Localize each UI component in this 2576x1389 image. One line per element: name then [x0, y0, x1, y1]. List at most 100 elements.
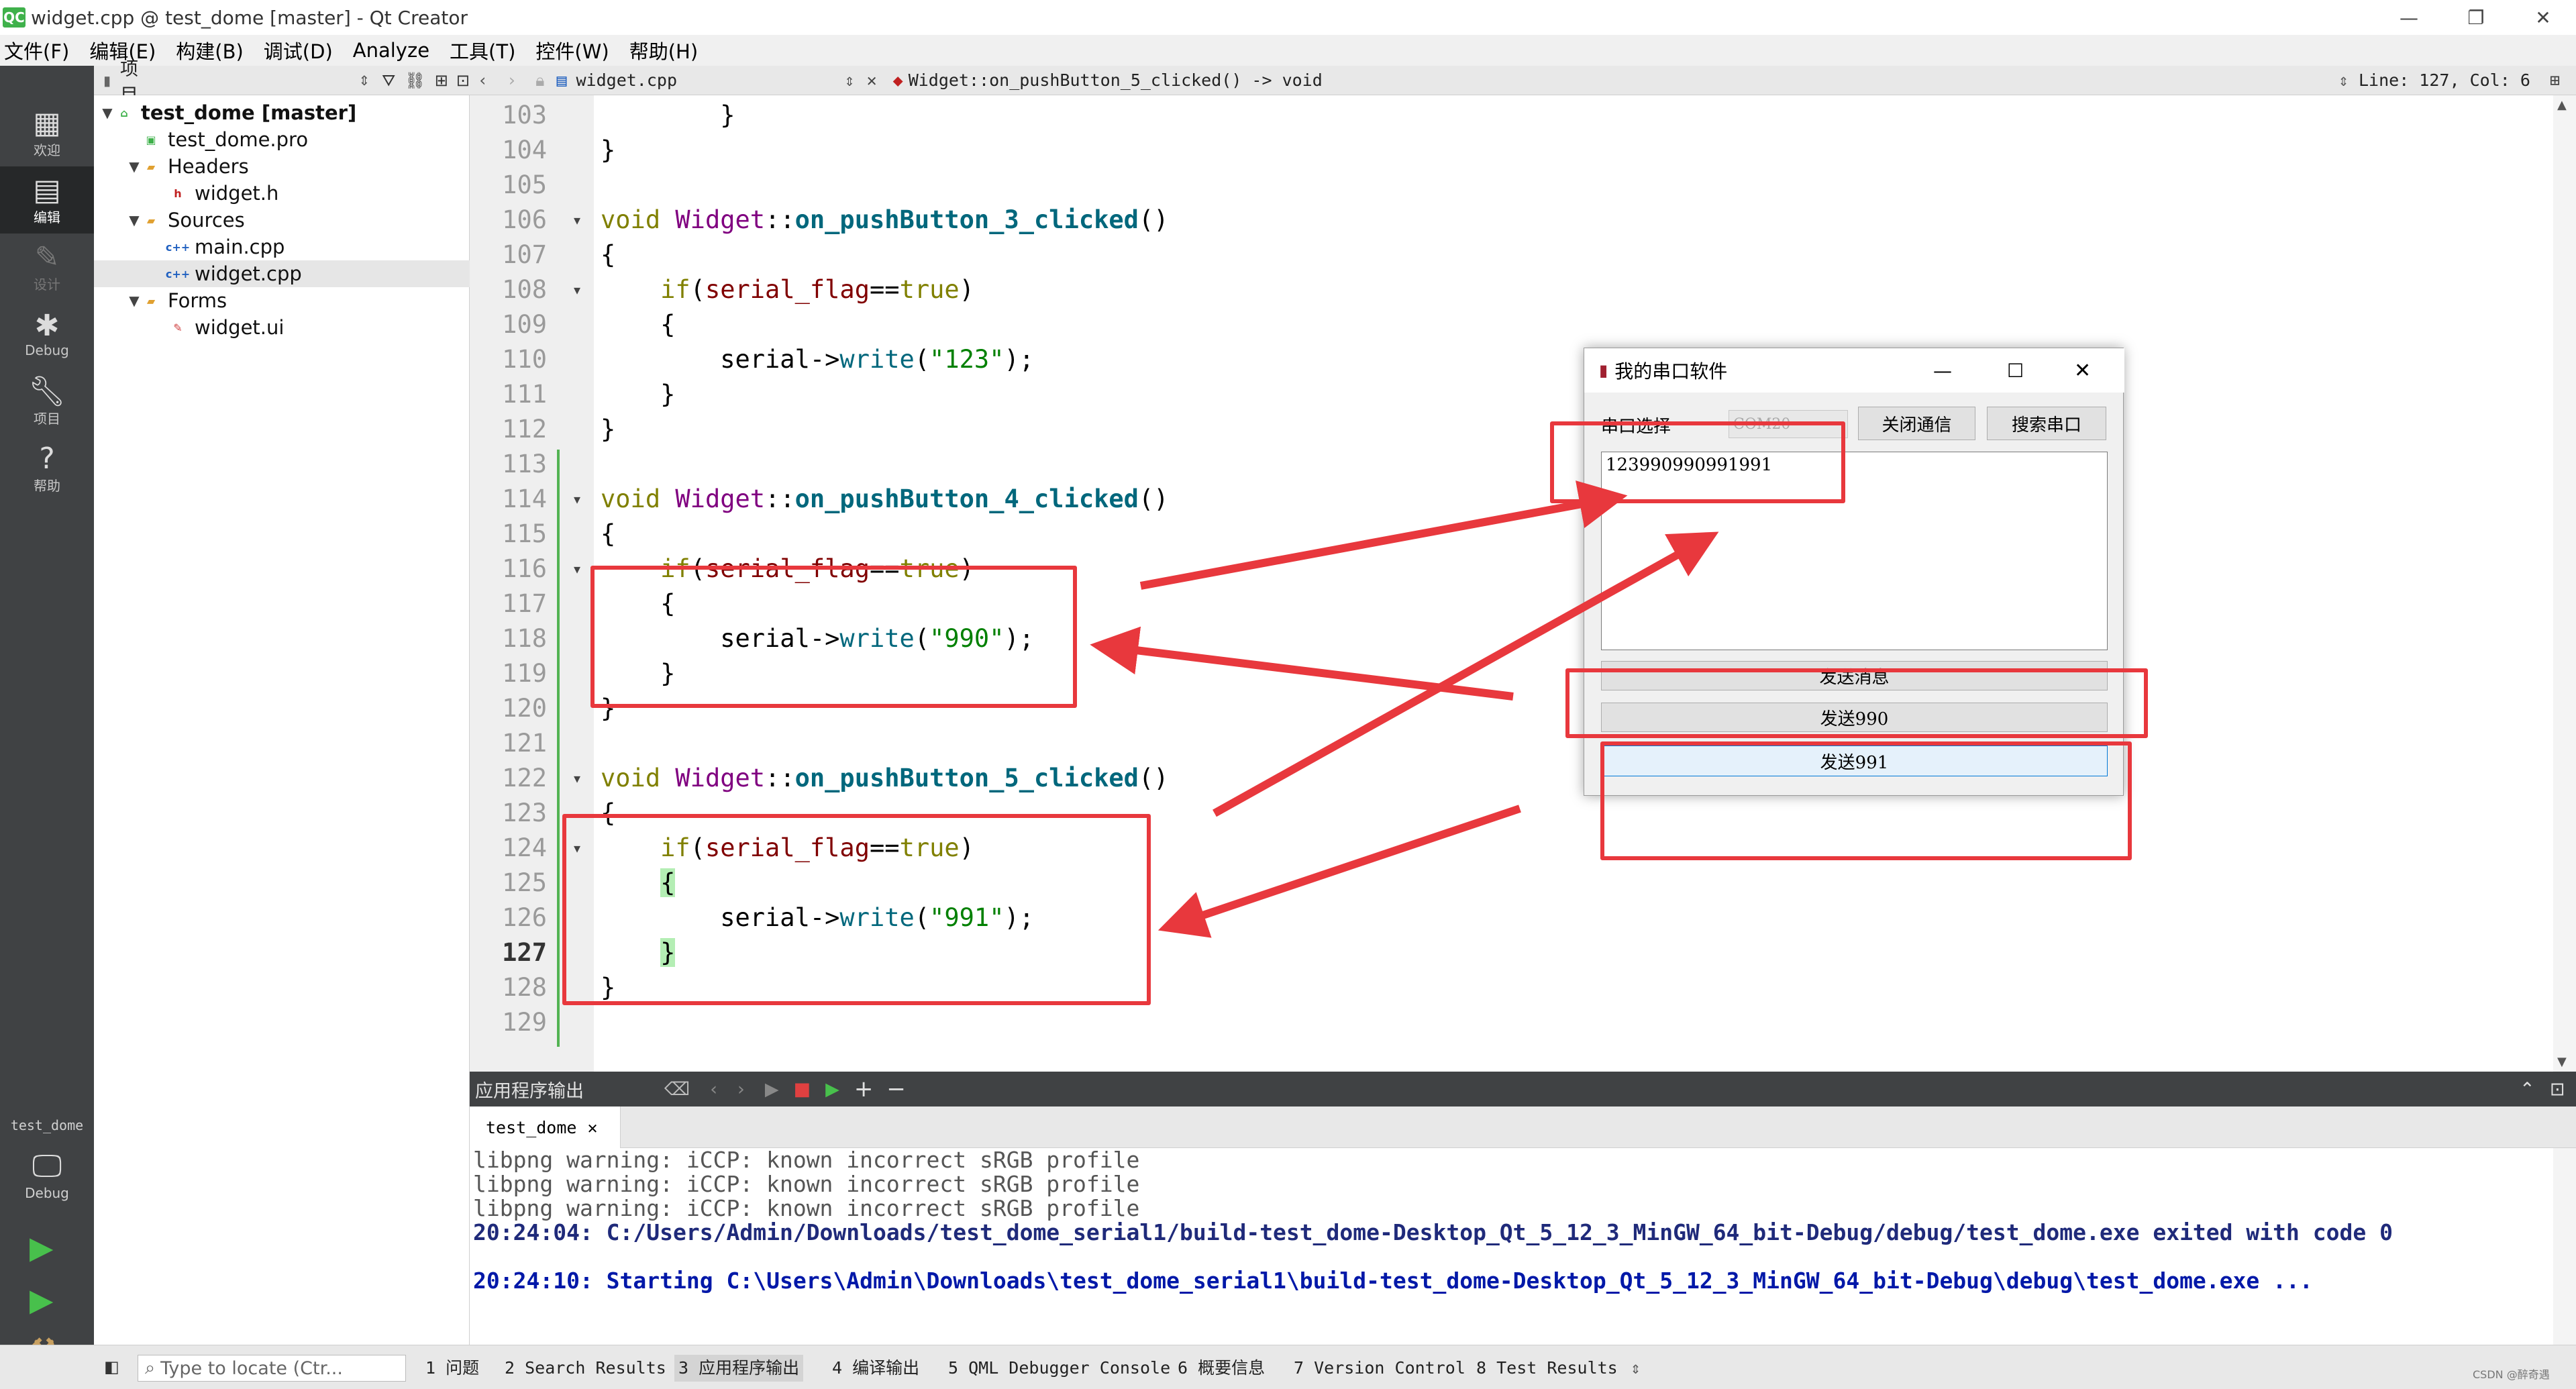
pane-menu-icon[interactable]: ▮ [103, 72, 111, 89]
attach-debugger-icon[interactable]: ▶ [825, 1078, 839, 1100]
mode-projects[interactable]: 🔧︎ 项目 [0, 368, 94, 435]
fold-marker-icon[interactable]: ▾ [573, 282, 581, 298]
locator-input[interactable]: ⌕ Type to locate (Ctr... [138, 1355, 406, 1382]
send-991-button[interactable]: 发送991 [1601, 745, 2108, 776]
tab-general-messages[interactable]: 6 概要信息 [1178, 1358, 1266, 1378]
tree-item-headers[interactable]: ▼ ▰ Headers [94, 153, 470, 180]
close-file-icon[interactable]: ✕ [866, 70, 877, 90]
send-message-button[interactable]: 发送消息 [1601, 661, 2108, 690]
expand-arrow-icon[interactable]: ▼ [129, 293, 140, 309]
close-output-icon[interactable]: ⊡ [2550, 1078, 2565, 1100]
output-console[interactable]: libpng warning: iCCP: known incorrect sR… [470, 1147, 2553, 1345]
arrow-send991-to-code [1157, 805, 1521, 938]
run-icon[interactable]: ▶ [30, 1229, 54, 1266]
tree-item-widget-h[interactable]: h widget.h [94, 180, 470, 207]
menu-controls[interactable]: 控件(W) [535, 40, 609, 63]
code-editor[interactable]: }}void Widget::on_pushButton_3_clicked()… [594, 95, 2553, 1072]
app-minimize-button[interactable]: — [1933, 359, 1952, 382]
split-icon[interactable]: ⊞ [434, 70, 448, 90]
editor-scrollbar[interactable]: ▲ ▼ [2553, 95, 2576, 1072]
mode-welcome[interactable]: ▦ 欢迎 [0, 99, 94, 166]
lock-icon: 🔒︎ [535, 70, 545, 90]
dropdown-arrows-icon[interactable]: ⇕ [358, 72, 370, 89]
file-dropdown-icon[interactable]: ⇕ [844, 70, 855, 90]
tab-compile-output[interactable]: 4 编译输出 [832, 1358, 920, 1378]
output-scrollbar[interactable] [2553, 1148, 2576, 1345]
fold-marker-icon[interactable]: ▾ [573, 561, 581, 577]
line-number: 117 [502, 589, 547, 618]
mode-help[interactable]: ? 帮助 [0, 435, 94, 502]
menu-debug[interactable]: 调试(D) [263, 40, 333, 63]
stop-icon[interactable]: ■ [793, 1078, 811, 1100]
symbol-dropdown-icon[interactable]: ⇕ [2338, 70, 2349, 90]
cpp-file-icon: c++ [165, 267, 191, 280]
serial-app-title: 我的串口软件 [1614, 360, 1728, 382]
back-icon[interactable]: ‹ [478, 70, 488, 90]
tree-item-forms[interactable]: ▼ ▰ Forms [94, 287, 470, 314]
expand-arrow-icon[interactable]: ▼ [129, 212, 140, 228]
tree-item-widget-cpp[interactable]: c++ widget.cpp [94, 260, 470, 287]
mode-debug[interactable]: ✱ Debug [0, 301, 94, 368]
link-icon[interactable]: ⛓ [405, 70, 425, 90]
close-tab-icon[interactable]: ✕ [587, 1117, 598, 1137]
menu-analyze[interactable]: Analyze [352, 39, 430, 62]
output-tab-test-dome[interactable]: test_dome ✕ [470, 1107, 621, 1148]
close-pane-icon[interactable]: ⊡ [456, 70, 470, 90]
line-number: 122 [502, 764, 547, 792]
app-maximize-button[interactable]: ☐ [2007, 359, 2024, 382]
menu-help[interactable]: 帮助(H) [629, 40, 699, 63]
send-990-button[interactable]: 发送990 [1601, 703, 2108, 732]
menu-edit[interactable]: 编辑(E) [89, 40, 156, 63]
tabs-dropdown-icon[interactable]: ⇕ [1631, 1358, 1641, 1378]
menu-tools[interactable]: 工具(T) [450, 40, 516, 63]
code-line: void Widget::on_pushButton_3_clicked() [601, 205, 1169, 234]
fold-marker-icon[interactable]: ▾ [573, 212, 581, 228]
code-line: } [601, 136, 616, 164]
close-window-button[interactable]: ✕ [2535, 6, 2551, 29]
tree-item-pro-file[interactable]: ▣ test_dome.pro [94, 126, 470, 153]
tree-item-main-cpp[interactable]: c++ main.cpp [94, 234, 470, 260]
code-line: { [660, 868, 676, 897]
restore-button[interactable]: ❐ [2467, 6, 2485, 29]
filter-icon[interactable]: ⛛ [382, 70, 396, 90]
rerun-icon[interactable]: ▶ [764, 1078, 779, 1100]
scroll-down-icon[interactable]: ▼ [2557, 1055, 2567, 1069]
tree-item-sources[interactable]: ▼ ▰ Sources [94, 207, 470, 234]
forward-icon[interactable]: › [507, 70, 517, 90]
app-close-button[interactable]: ✕ [2074, 358, 2092, 382]
next-icon[interactable]: › [737, 1078, 745, 1100]
kit-selector[interactable]: 🖵︎ Debug [0, 1141, 94, 1208]
tree-item-project[interactable]: ▼ ⌂ test_dome [master] [94, 99, 470, 126]
scroll-up-icon[interactable]: ▲ [2557, 98, 2567, 112]
fold-marker-icon[interactable]: ▾ [573, 770, 581, 786]
prev-icon[interactable]: ‹ [710, 1078, 717, 1100]
fold-marker-icon[interactable]: ▾ [573, 840, 581, 856]
expand-arrow-icon[interactable]: ▼ [129, 158, 140, 174]
menu-file[interactable]: 文件(F) [4, 40, 70, 63]
expand-arrow-icon[interactable]: ▼ [102, 105, 113, 121]
tab-search-results[interactable]: 2 Search Results [505, 1358, 666, 1378]
tab-application-output[interactable]: 3 应用程序输出 [674, 1355, 804, 1382]
tab-test-results[interactable]: 8 Test Results [1476, 1358, 1618, 1378]
add-icon[interactable]: + [854, 1076, 874, 1102]
open-file-selector[interactable]: widget.cpp [576, 70, 678, 90]
remove-icon[interactable]: − [886, 1076, 906, 1102]
symbol-selector[interactable]: Widget::on_pushButton_5_clicked() -> voi… [908, 70, 1323, 90]
clear-output-icon[interactable]: ⌫ [664, 1078, 690, 1100]
mode-edit[interactable]: ▤ 编辑 [0, 166, 94, 234]
split-editor-icon[interactable]: ⊞ [2550, 70, 2561, 90]
search-port-button[interactable]: 搜索串口 [1987, 407, 2106, 440]
project-icon: ⌂ [120, 106, 128, 119]
menu-build[interactable]: 构建(B) [176, 40, 244, 63]
maximize-pane-icon[interactable]: ⌃ [2520, 1078, 2535, 1100]
mode-design[interactable]: ✎ 设计 [0, 234, 94, 301]
tab-qml-debugger-console[interactable]: 5 QML Debugger Console [948, 1358, 1171, 1378]
toggle-sidebar-icon[interactable]: ◧ [104, 1357, 119, 1376]
close-comm-button[interactable]: 关闭通信 [1858, 407, 1975, 440]
minimize-button[interactable]: — [2400, 6, 2418, 29]
tree-item-widget-ui[interactable]: ✎ widget.ui [94, 314, 470, 341]
tab-version-control[interactable]: 7 Version Control [1294, 1358, 1465, 1378]
fold-marker-icon[interactable]: ▾ [573, 491, 581, 507]
tab-issues[interactable]: 1 问题 [425, 1358, 480, 1378]
debug-run-icon[interactable]: ▶ [30, 1282, 54, 1318]
